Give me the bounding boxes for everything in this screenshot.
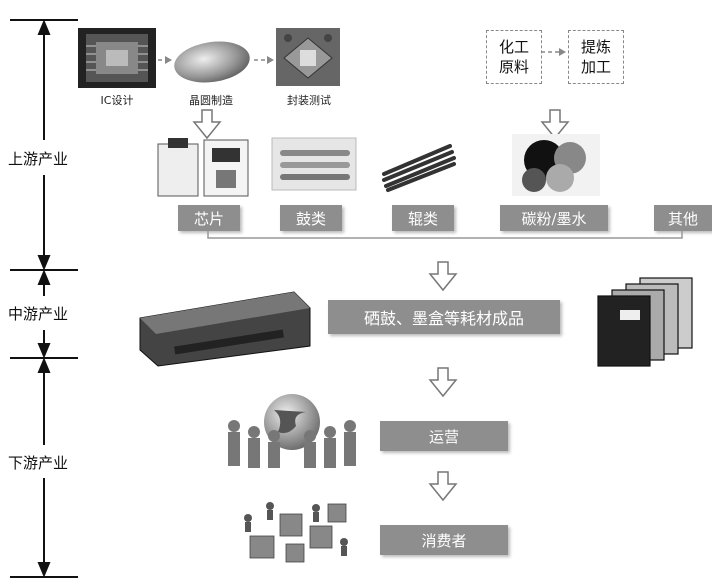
ic-design-caption: IC设计 <box>100 94 134 107</box>
packaging-caption: 封装测试 <box>287 94 331 107</box>
upstream-item-roller: 辊类 <box>392 205 454 231</box>
chip-process-arrows <box>158 48 566 64</box>
down-arrow-to-midstream <box>428 261 458 292</box>
upstream-item-toner-ink: 碳粉/墨水 <box>500 205 608 231</box>
consumer-image <box>244 502 348 563</box>
operation-box: 运营 <box>380 421 508 451</box>
ic-design-image <box>78 28 156 88</box>
consumer-box: 消费者 <box>380 525 508 555</box>
upstream-item-other: 其他 <box>654 205 712 231</box>
upstream-bracket <box>207 231 683 239</box>
stage-label-midstream: 中游产业 <box>8 305 69 323</box>
refine-process-box: 提炼 加工 <box>568 30 624 84</box>
down-arrow-to-consumer <box>428 471 458 502</box>
stage-label-downstream: 下游产业 <box>8 454 69 472</box>
packaging-image <box>276 28 340 86</box>
down-arrow-chip <box>192 109 222 140</box>
wafer-image <box>174 41 250 83</box>
ink-cartridge-image <box>574 270 712 368</box>
roller-image <box>382 144 456 192</box>
drum-image <box>271 137 357 191</box>
toner-cartridge-image <box>139 291 311 367</box>
toner-ink-image <box>512 134 600 196</box>
stage-label-upstream: 上游产业 <box>8 150 69 168</box>
midstream-product-box: 硒鼓、墨盒等耗材成品 <box>328 300 560 334</box>
upstream-item-chip: 芯片 <box>178 205 240 231</box>
chip-parts-image <box>157 138 249 197</box>
upstream-item-drum: 鼓类 <box>280 205 342 231</box>
down-arrow-to-operation <box>428 367 458 398</box>
operation-globe-image <box>228 394 356 468</box>
down-arrow-refine <box>540 109 570 140</box>
chemical-raw-box: 化工 原料 <box>486 30 542 84</box>
wafer-caption: 晶圆制造 <box>189 94 233 107</box>
